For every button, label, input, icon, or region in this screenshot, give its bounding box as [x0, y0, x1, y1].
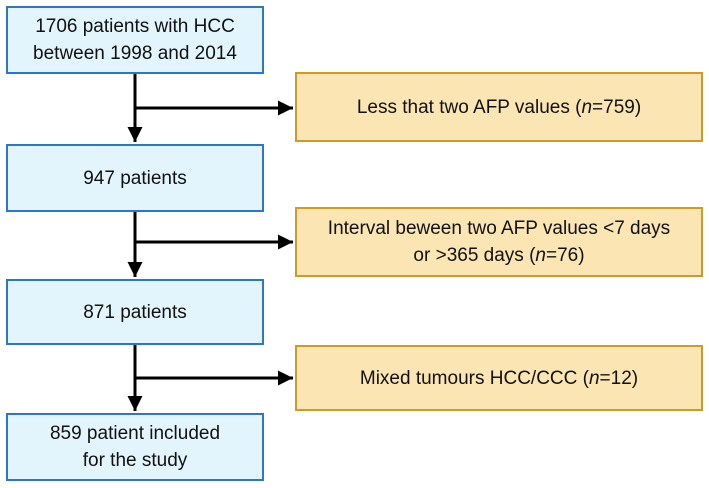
main-step-2-text: 947 patients	[83, 165, 187, 192]
main-step-4: 859 patient included for the study	[6, 413, 264, 481]
exclusion-box-2-text: Interval beween two AFP values <7 days o…	[328, 215, 670, 269]
main-step-1-line-2: between 1998 and 2014	[33, 43, 237, 64]
main-step-1-line-1: 1706 patients with HCC	[35, 16, 235, 37]
main-step-4-text: 859 patient included for the study	[50, 420, 220, 474]
exclusion-2-line-1: Interval beween two AFP values <7 days	[328, 215, 670, 242]
exclusion-2-text-b: or >365 days (	[413, 245, 536, 266]
exclusion-box-3: Mixed tumours HCC/CCC (n=12)	[295, 345, 703, 411]
exclusion-box-1: Less that two AFP values (n=759)	[295, 72, 703, 142]
exclusion-1-text-a: Less that two AFP values (	[356, 96, 582, 118]
exclusion-2-line-2: or >365 days (n=76)	[328, 242, 670, 269]
exclusion-1-line-1: Less that two AFP values (n=759)	[357, 94, 641, 121]
main-step-3-line-1: 871 patients	[83, 301, 187, 323]
main-step-3-text: 871 patients	[83, 299, 187, 326]
exclusion-3-n: n	[588, 367, 600, 389]
exclusion-box-1-text: Less that two AFP values (n=759)	[357, 94, 641, 121]
exclusion-3-line-1: Mixed tumours HCC/CCC (n=12)	[360, 365, 638, 392]
exclusion-box-3-text: Mixed tumours HCC/CCC (n=12)	[360, 365, 638, 392]
exclusion-3-text-a: Mixed tumours HCC/CCC (	[359, 367, 589, 389]
exclusion-3-text-b: =12)	[599, 367, 639, 389]
main-step-4-line-2: for the study	[82, 450, 188, 471]
main-step-3: 871 patients	[6, 279, 264, 345]
main-step-2: 947 patients	[6, 144, 264, 212]
main-step-2-line-1: 947 patients	[83, 167, 187, 189]
exclusion-1-text-b: =759)	[592, 96, 642, 118]
main-step-4-line-1: 859 patient included	[49, 423, 221, 444]
exclusion-1-n: n	[581, 96, 593, 118]
exclusion-2-text-a: Interval beween two AFP values <7 days	[327, 218, 671, 239]
exclusion-2-text-c: =76)	[546, 245, 585, 266]
main-step-1: 1706 patients with HCC between 1998 and …	[6, 6, 264, 74]
exclusion-box-2: Interval beween two AFP values <7 days o…	[295, 207, 703, 277]
exclusion-2-n: n	[535, 245, 546, 266]
main-step-1-text: 1706 patients with HCC between 1998 and …	[33, 13, 237, 67]
